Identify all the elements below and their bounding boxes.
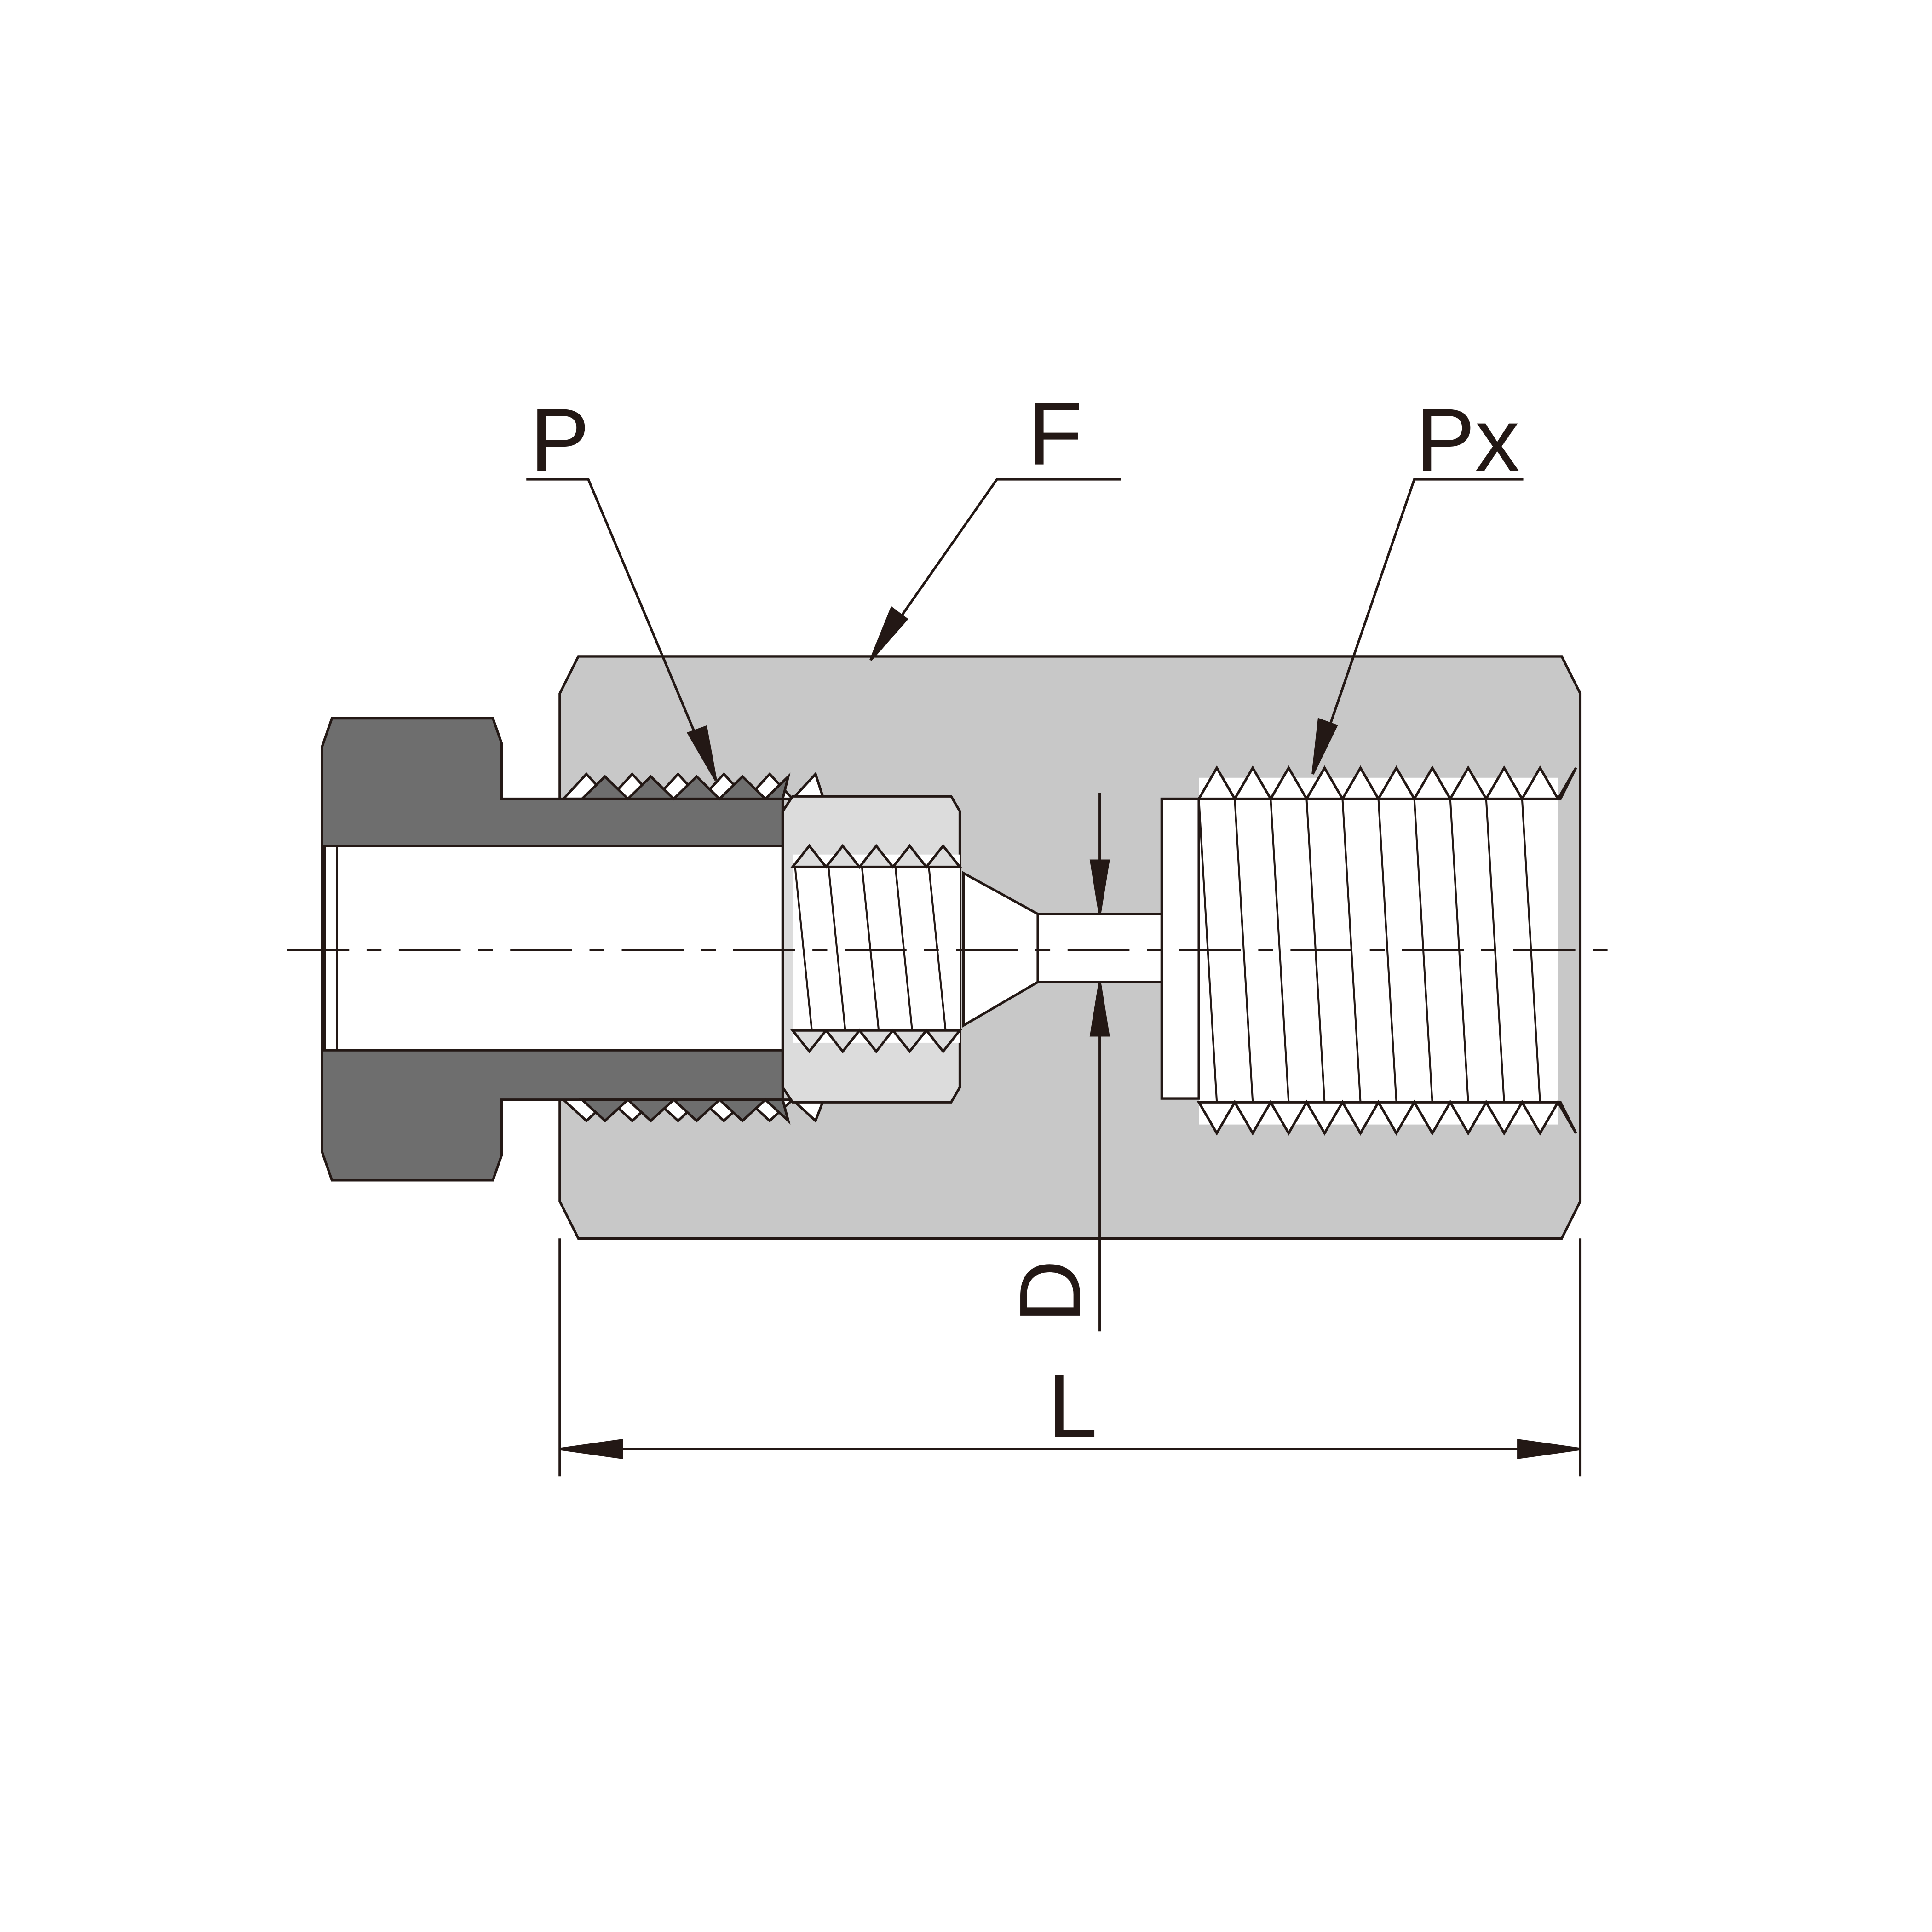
insert-bore (323, 845, 784, 1052)
male-thread (579, 772, 791, 1125)
label-f: F (1028, 385, 1082, 484)
label-p: P (530, 391, 589, 490)
thread-teeth (790, 844, 963, 869)
leaders (526, 478, 1524, 781)
thread-line (1234, 799, 1254, 1103)
thread-teeth (1196, 765, 1577, 801)
label-l: L (1048, 1357, 1098, 1456)
thread-line (1270, 799, 1290, 1103)
dimension-l (558, 1238, 1582, 1477)
nut-thread (790, 844, 963, 1054)
thread-teeth (790, 1028, 963, 1054)
thread-line (828, 867, 846, 1031)
thread-teeth (579, 1098, 791, 1125)
orifice-bore (1036, 913, 1163, 983)
thread-teeth (579, 772, 791, 801)
label-d: D (1001, 1260, 1098, 1322)
dimension-d (1089, 793, 1110, 1332)
thread-line (1377, 799, 1397, 1103)
label-px: Px (1415, 391, 1519, 490)
thread-line (794, 867, 813, 1031)
thread-teeth (1196, 1099, 1577, 1136)
